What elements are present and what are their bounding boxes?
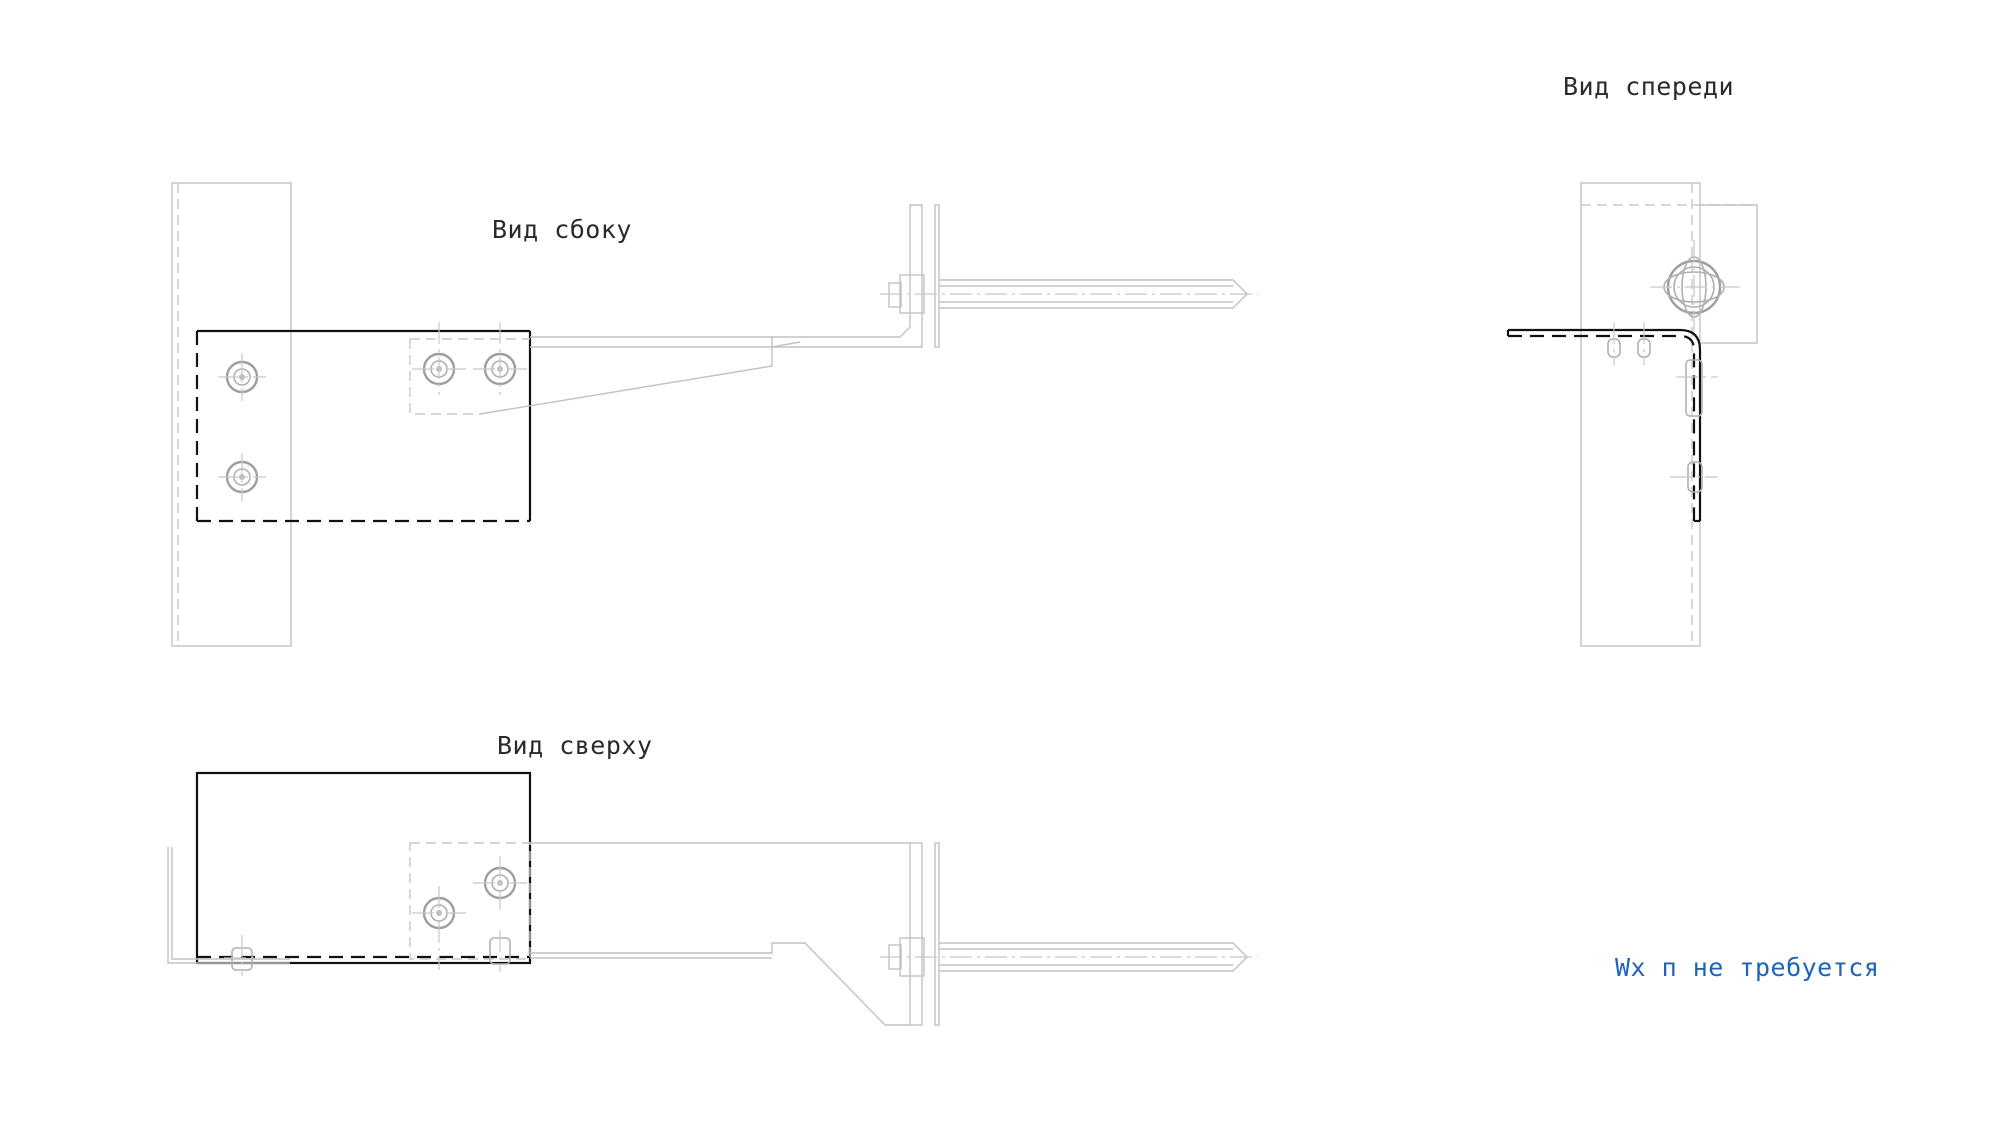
side-bolt-4 <box>473 322 527 395</box>
front-post <box>1580 182 1701 647</box>
top-arm <box>530 842 923 1026</box>
top-post-edge <box>167 847 290 964</box>
front-bolt-4 <box>1670 461 1718 493</box>
front-anchor-bolt-head <box>1650 240 1740 334</box>
side-anchor-bolt <box>880 204 1258 348</box>
top-view-label: Вид сверху <box>497 731 653 760</box>
front-bolt-3 <box>1676 359 1718 417</box>
side-bolt-1 <box>218 353 266 401</box>
top-bolt-2 <box>412 886 466 970</box>
side-arm <box>479 204 923 415</box>
front-bolt-2 <box>1637 322 1651 365</box>
top-bolt-4 <box>489 930 511 972</box>
top-bolt-1 <box>473 856 527 910</box>
side-bolt-2 <box>218 453 266 501</box>
front-view: Вид спереди <box>1506 72 1758 647</box>
side-post <box>171 182 292 647</box>
top-bolt-3 <box>224 935 260 976</box>
top-bracket-plate <box>195 771 532 965</box>
front-view-label: Вид спереди <box>1563 72 1734 101</box>
side-view-label: Вид сбоку <box>492 215 632 244</box>
side-bolt-3 <box>412 322 466 395</box>
front-bolt-1 <box>1607 322 1621 365</box>
front-bracket-profile <box>1506 328 1702 523</box>
side-bracket-plate <box>195 329 532 523</box>
top-anchor-bolt <box>880 842 1258 1026</box>
side-view: Вид сбоку <box>171 182 1258 647</box>
top-view: Вид сверху <box>167 731 1258 1026</box>
note-text: Wx п не требуется <box>1615 953 1879 982</box>
